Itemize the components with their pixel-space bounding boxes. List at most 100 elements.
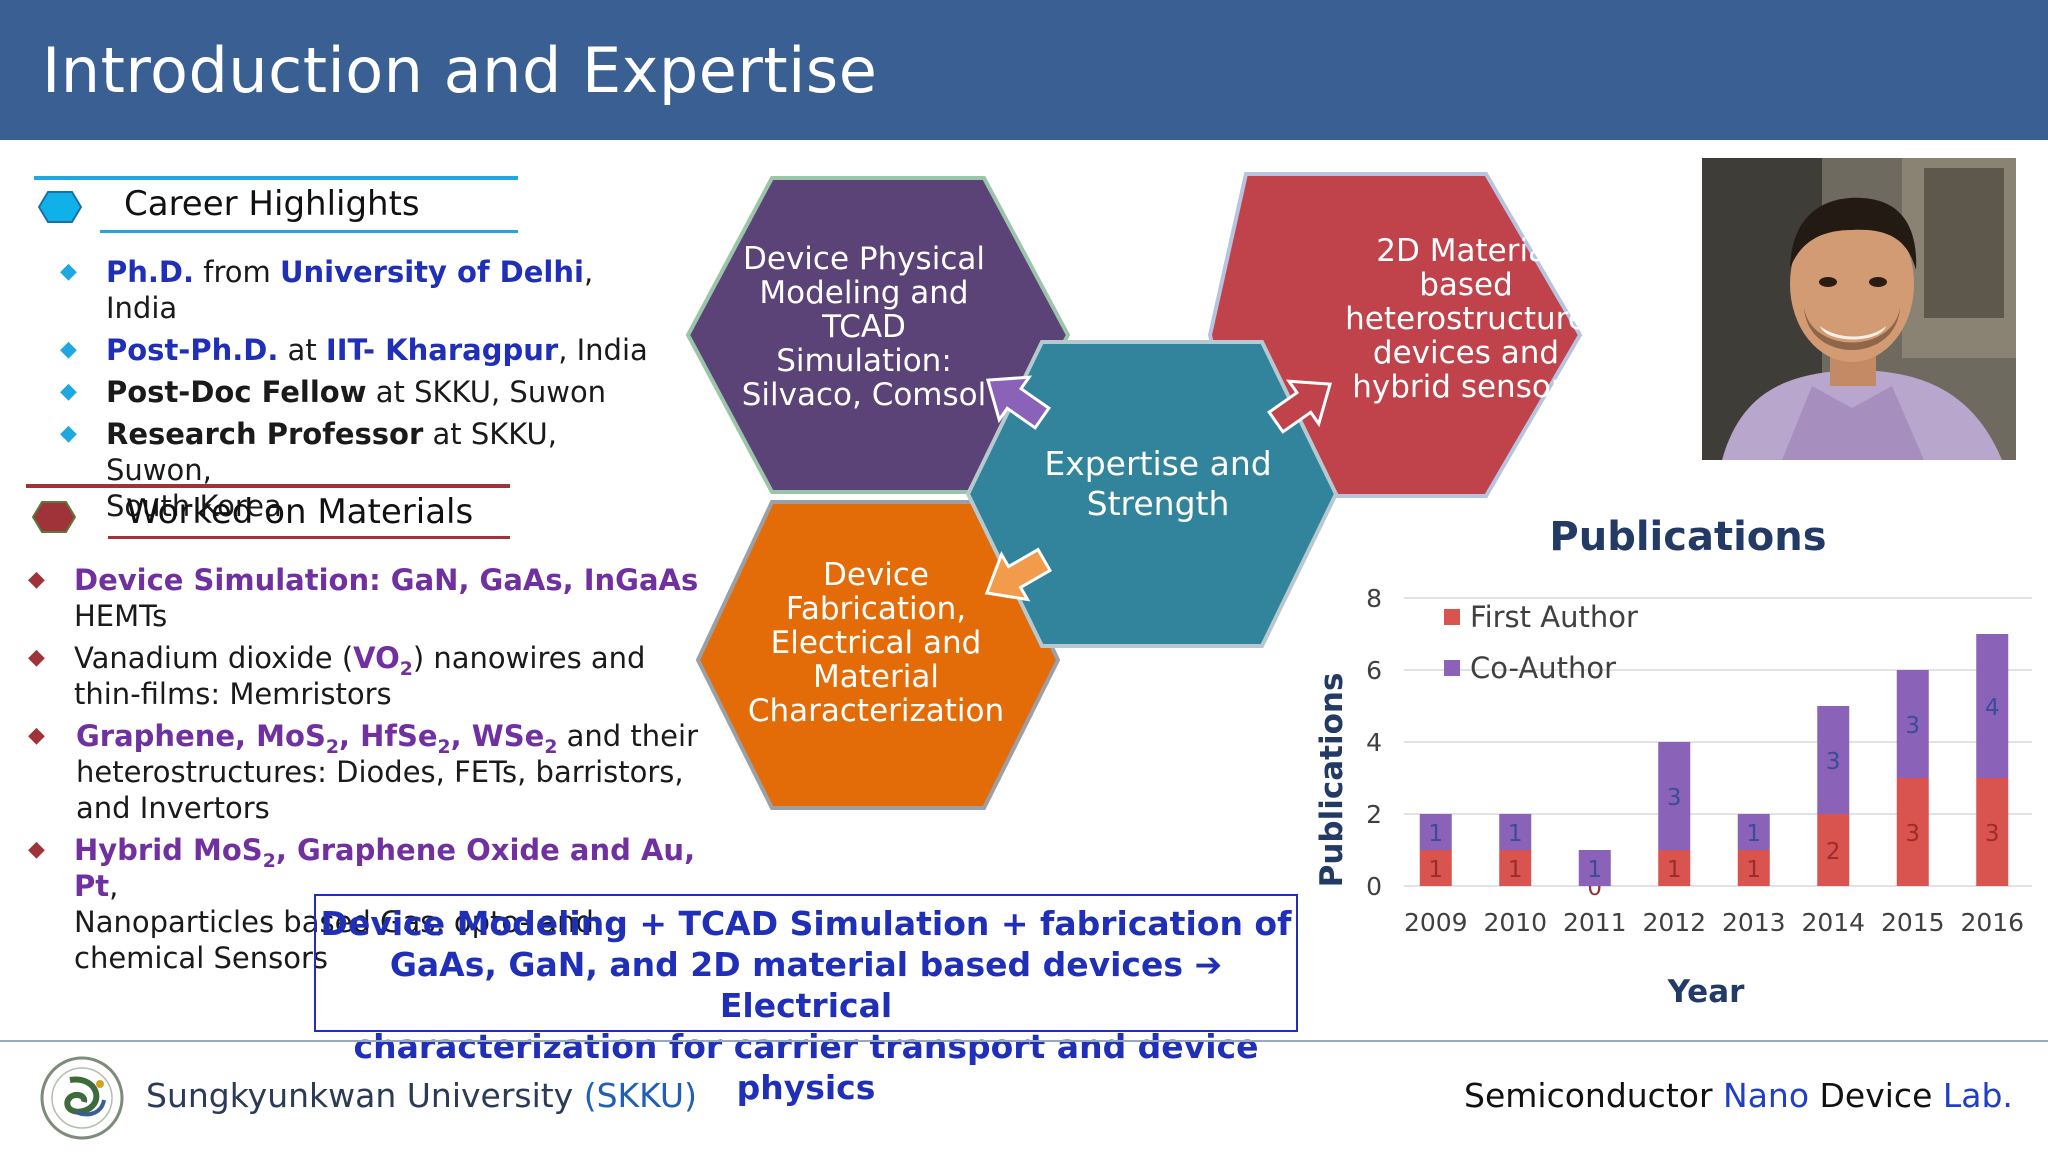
data-label: 1 xyxy=(1587,857,1602,883)
materials-bottom-line xyxy=(108,536,510,539)
data-label: 1 xyxy=(1746,821,1761,847)
x-tick-label: 2012 xyxy=(1642,908,1706,937)
data-label: 3 xyxy=(1905,713,1920,739)
chart-y-axis-label: Publications xyxy=(1314,673,1350,888)
diamond-bullet-icon: ◆ xyxy=(60,421,77,446)
bar-co-author xyxy=(1658,742,1691,850)
x-tick-label: 2014 xyxy=(1801,908,1865,937)
list-item: ◆ Ph.D. from University of Delhi, India xyxy=(60,255,594,325)
data-label: 1 xyxy=(1428,857,1443,883)
data-label: 1 xyxy=(1746,857,1761,883)
expertise-diagram xyxy=(685,172,1583,810)
red-hexagon-icon xyxy=(32,501,76,533)
legend-swatch xyxy=(1444,609,1460,625)
page-title: Introduction and Expertise xyxy=(42,34,878,107)
data-label: 3 xyxy=(1667,785,1682,811)
y-tick-label: 4 xyxy=(1366,728,1382,757)
footer-university: Sungkyunkwan University (SKKU) xyxy=(146,1076,697,1115)
career-title: Career Highlights xyxy=(124,184,420,224)
footer-divider xyxy=(0,1040,2048,1042)
hex-center-text: Expertise and Strength xyxy=(1044,444,1272,523)
data-label: 3 xyxy=(1905,821,1920,847)
x-tick-label: 2010 xyxy=(1483,908,1547,937)
diamond-bullet-icon: ◆ xyxy=(28,567,45,592)
x-tick-label: 2013 xyxy=(1722,908,1786,937)
x-tick-label: 2011 xyxy=(1563,908,1627,937)
list-item: ◆ Graphene, MoS2, HfSe2, WSe2 and their … xyxy=(28,719,699,825)
chart-grid xyxy=(1404,597,2032,887)
hex-center xyxy=(965,340,1339,648)
blue-hexagon-icon xyxy=(38,191,82,223)
diamond-bullet-icon: ◆ xyxy=(60,379,77,404)
hex-2d-text: 2D Material based heterostructure device… xyxy=(1345,233,1587,405)
bar-first-author xyxy=(1976,778,2009,886)
x-tick-label: 2015 xyxy=(1881,908,1945,937)
bar-first-author xyxy=(1419,850,1452,886)
profile-photo xyxy=(1702,158,2016,460)
list-item: ◆ Hybrid MoS2, Graphene Oxide and Au, Pt… xyxy=(28,833,696,975)
right-arrow-icon: ➔ xyxy=(1194,945,1223,984)
diamond-bullet-icon: ◆ xyxy=(28,837,45,862)
bar-co-author xyxy=(1976,634,2009,778)
data-label: 1 xyxy=(1667,857,1682,883)
bar-co-author xyxy=(1896,670,1929,778)
arrow-to-2d-icon xyxy=(1267,379,1333,434)
chart-x-ticks: 2009 2010 2011 2012 2013 2014 2015 2016 xyxy=(1404,908,2024,937)
chart-x-axis-label: Year xyxy=(1667,974,1746,1010)
chart-title: Publications xyxy=(1549,514,1826,560)
career-bottom-line xyxy=(100,230,518,233)
list-item: ◆ Device Simulation: GaN, GaAs, InGaAs H… xyxy=(28,563,699,633)
materials-list: ◆ Device Simulation: GaN, GaAs, InGaAs H… xyxy=(26,562,726,982)
x-tick-label: 2009 xyxy=(1404,908,1468,937)
chart-y-ticks: 0 2 4 6 8 xyxy=(1366,584,1382,901)
arrow-to-fabrication-icon xyxy=(984,547,1053,602)
bar-co-author xyxy=(1578,850,1611,886)
list-item: ◆ Post-Ph.D. at IIT- Kharagpur, India xyxy=(60,333,648,367)
bar-first-author xyxy=(1817,814,1850,886)
career-top-line xyxy=(34,176,518,180)
footer-lab: Semiconductor Nano Device Lab. xyxy=(1464,1076,2013,1115)
title-bar xyxy=(0,0,2048,140)
data-label: 1 xyxy=(1428,821,1443,847)
legend-label: Co-Author xyxy=(1470,651,1616,685)
bar-first-author xyxy=(1658,850,1691,886)
data-label: 1 xyxy=(1508,857,1523,883)
list-item: ◆ Post-Doc Fellow at SKKU, Suwon xyxy=(60,375,607,409)
diamond-bullet-icon: ◆ xyxy=(28,645,45,670)
career-list: ◆ Ph.D. from University of Delhi, India … xyxy=(60,254,660,530)
bar-first-author xyxy=(1896,778,1929,886)
y-tick-label: 0 xyxy=(1366,872,1382,901)
bar-first-author xyxy=(1499,850,1532,886)
hex-fabrication-text: Device Fabrication, Electrical and Mater… xyxy=(747,557,1005,729)
legend-swatch xyxy=(1444,660,1460,676)
bar-co-author xyxy=(1499,814,1532,850)
x-tick-label: 2016 xyxy=(1960,908,2024,937)
list-item: ◆ Vanadium dioxide (VO2) nanowires and t… xyxy=(28,641,646,711)
y-tick-label: 2 xyxy=(1366,800,1382,829)
legend-label: First Author xyxy=(1470,600,1638,634)
data-label: 1 xyxy=(1508,821,1523,847)
bar-co-author xyxy=(1419,814,1452,850)
hex-modeling-text: Device Physical Modeling and TCAD Simula… xyxy=(741,241,987,413)
publications-chart: Publications Publications Year 0 2 4 6 8 1 1 1… xyxy=(1314,514,2032,1010)
diamond-bullet-icon: ◆ xyxy=(60,337,77,362)
data-label: 3 xyxy=(1985,821,2000,847)
summary-box: Device Modeling + TCAD Simulation + fabr… xyxy=(314,894,1298,1107)
diamond-bullet-icon: ◆ xyxy=(28,723,45,748)
data-label: 2 xyxy=(1826,839,1841,865)
bar-first-author xyxy=(1737,850,1770,886)
materials-top-line xyxy=(26,484,510,488)
list-item: ◆ Research Professor at SKKU, Suwon,Sout… xyxy=(60,417,557,523)
y-tick-label: 8 xyxy=(1366,584,1382,613)
diamond-bullet-icon: ◆ xyxy=(60,259,77,284)
data-label: 3 xyxy=(1826,749,1841,775)
university-logo-icon xyxy=(40,1056,124,1140)
arrow-to-modeling-icon xyxy=(985,375,1051,430)
y-tick-label: 6 xyxy=(1366,656,1382,685)
bar-co-author xyxy=(1737,814,1770,850)
materials-title: Worked on Materials xyxy=(126,492,474,532)
bar-co-author xyxy=(1817,706,1850,814)
data-label: 4 xyxy=(1985,695,2000,721)
